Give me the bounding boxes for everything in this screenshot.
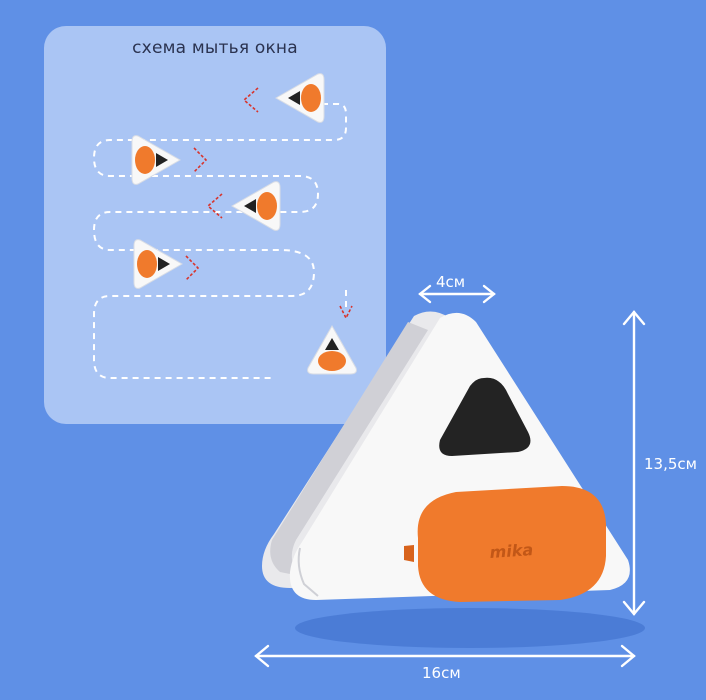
wiper-icon-4 — [133, 239, 183, 289]
length-arrow — [254, 644, 636, 668]
wiper-icon-2 — [131, 135, 181, 185]
length-label: 16см — [422, 664, 461, 682]
direction-markers — [185, 87, 353, 320]
wiper-icon-5 — [307, 325, 357, 375]
washing-path — [92, 103, 347, 379]
washing-scheme-card: схема мытья окна — [44, 26, 386, 424]
height-arrow — [622, 310, 646, 616]
height-label: 13,5см — [644, 455, 697, 473]
brand-label: mika — [489, 540, 534, 562]
width-arrow — [418, 284, 496, 304]
width-label: 4см — [436, 273, 466, 291]
window-cleaner-product: mika — [262, 311, 630, 602]
wiper-icon-1 — [275, 73, 325, 123]
scheme-title: схема мытья окна — [132, 38, 298, 58]
wiper-icon-3 — [231, 181, 281, 231]
